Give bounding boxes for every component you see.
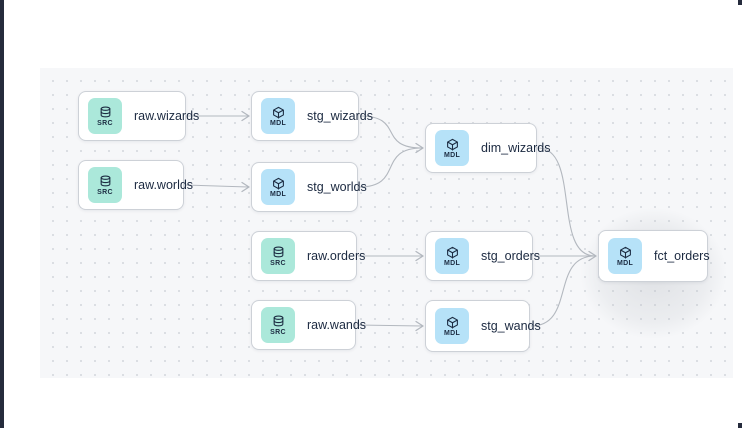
badge-label: SRC [97,188,113,196]
edge-stg-wands-to-fct-orders [530,255,596,327]
badge-label: MDL [269,190,287,198]
node-dim-wizards[interactable]: MDL dim_wizards [425,123,550,173]
edge-layer [184,110,597,332]
cube-icon [272,177,285,190]
database-icon [99,106,112,119]
node-label: raw.orders [307,249,366,263]
node-fct-orders[interactable]: MDL fct_orders [598,230,710,282]
node-label: raw.wands [307,318,367,332]
node-label: raw.worlds [134,178,194,192]
arrowhead-icon [241,181,250,193]
badge-label: MDL [269,119,287,127]
node-stg-wizards[interactable]: MDL stg_wizards [251,91,373,141]
arrowhead-icon [415,250,424,262]
node-raw-wands[interactable]: SRC raw.wands [251,300,366,350]
node-label: stg_worlds [307,180,367,194]
database-icon [272,315,285,328]
arrowhead-icon [241,110,250,122]
edge-stg-worlds-to-dim-wizards [358,147,423,188]
node-label: stg_wizards [307,109,373,123]
window-frame-edge [0,0,4,428]
arrowhead-icon [415,320,424,332]
src-badge: SRC [261,307,295,343]
badge-label: MDL [443,151,461,159]
arrowhead-icon [588,250,597,262]
edge-dim-wizards-to-fct-orders [537,147,596,257]
node-stg-orders[interactable]: MDL stg_orders [425,231,540,281]
node-label: fct_orders [654,249,710,263]
arrowhead-icon [415,142,424,154]
node-raw-orders[interactable]: SRC raw.orders [251,231,365,281]
badge-label: MDL [443,259,461,267]
cube-icon [446,138,459,151]
node-raw-wizards[interactable]: SRC raw.wizards [78,91,199,141]
mdl-badge: MDL [261,169,295,205]
mdl-badge: MDL [435,238,469,274]
node-label: dim_wizards [481,141,551,155]
src-badge: SRC [88,98,122,134]
badge-label: SRC [270,328,286,336]
badge-label: MDL [443,329,461,337]
src-badge: SRC [88,167,122,203]
mdl-badge: MDL [435,130,469,166]
window-frame-corner [738,423,742,428]
window-frame-corner [738,0,742,5]
edge-raw-worlds-to-stg-worlds [184,184,249,188]
cube-icon [619,246,632,259]
edge-stg-wizards-to-dim-wizards [359,115,423,149]
node-raw-worlds[interactable]: SRC raw.worlds [78,160,193,210]
node-label: stg_wands [481,319,541,333]
cube-icon [446,246,459,259]
database-icon [272,246,285,259]
node-label: stg_orders [481,249,541,263]
src-badge: SRC [261,238,295,274]
mdl-badge: MDL [608,238,642,274]
cube-icon [446,316,459,329]
node-label: raw.wizards [134,109,200,123]
badge-label: SRC [97,119,113,127]
node-stg-wands[interactable]: MDL stg_wands [425,300,541,352]
badge-label: MDL [616,259,634,267]
badge-label: SRC [270,259,286,267]
cube-icon [272,106,285,119]
mdl-badge: MDL [261,98,295,134]
database-icon [99,175,112,188]
node-stg-worlds[interactable]: MDL stg_worlds [251,162,367,212]
mdl-badge: MDL [435,308,469,344]
edge-raw-wands-to-stg-wands [356,324,423,327]
